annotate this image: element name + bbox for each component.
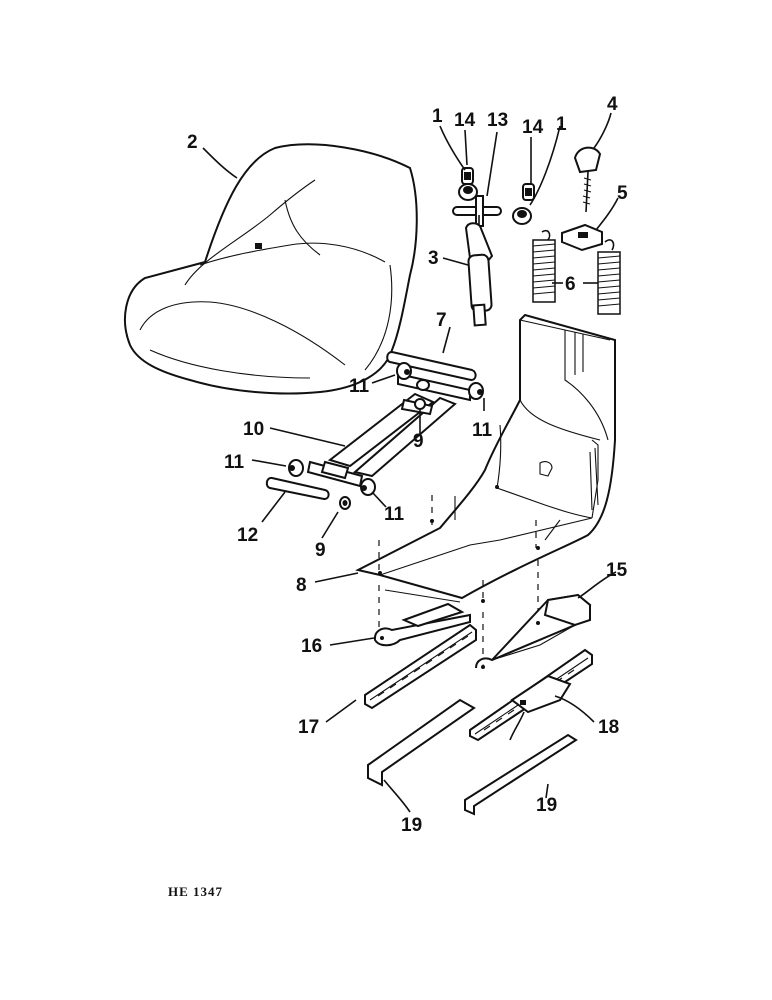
figure-code: HE 1347 [168,884,223,899]
adjust-knob [573,146,602,213]
alignment-lines [378,495,539,665]
callout-11c: 11 [224,452,245,473]
leader-lines [202,112,619,813]
linkage-arms [288,362,484,510]
left-slide-bracket [373,602,471,647]
upper-pin [386,350,477,382]
callout-5: 5 [617,183,628,204]
springs [532,229,621,315]
callout-10: 10 [243,419,264,440]
seat-frame [355,313,616,603]
callout-7: 7 [436,310,447,331]
callout-12: 12 [237,525,258,546]
right-angle-rail [464,733,578,816]
left-slide-rail [364,623,477,710]
callout-13: 13 [487,110,508,131]
callout-15: 15 [606,560,628,581]
callout-11a: 11 [349,376,370,397]
shock-absorber [464,222,494,327]
callout-14a: 14 [454,110,476,131]
callout-labels: 1 14 13 14 1 4 2 5 3 6 7 11 11 10 9 11 1… [187,94,628,836]
bushings [458,167,535,225]
seat-cushion [124,143,418,395]
callout-18: 18 [598,717,619,738]
callout-9b: 9 [315,540,326,561]
right-slide-bracket [475,593,592,669]
callout-19a: 19 [401,815,422,836]
callout-3: 3 [428,248,439,269]
callout-17: 17 [298,717,319,738]
callout-9a: 9 [413,431,424,452]
callout-11b: 11 [472,420,493,441]
callout-4: 4 [607,94,618,115]
right-slide-rail [469,648,593,742]
callout-1b: 1 [556,114,567,135]
callout-19b: 19 [536,795,557,816]
callout-11d: 11 [384,504,405,525]
left-angle-rail [367,698,476,787]
callout-1a: 1 [432,106,443,127]
callout-6: 6 [565,274,576,295]
spring-bracket [561,223,603,252]
callout-16: 16 [301,636,322,657]
callout-14b: 14 [522,117,544,138]
callout-2: 2 [187,132,198,153]
callout-8: 8 [296,575,307,596]
lower-pin [265,476,330,501]
